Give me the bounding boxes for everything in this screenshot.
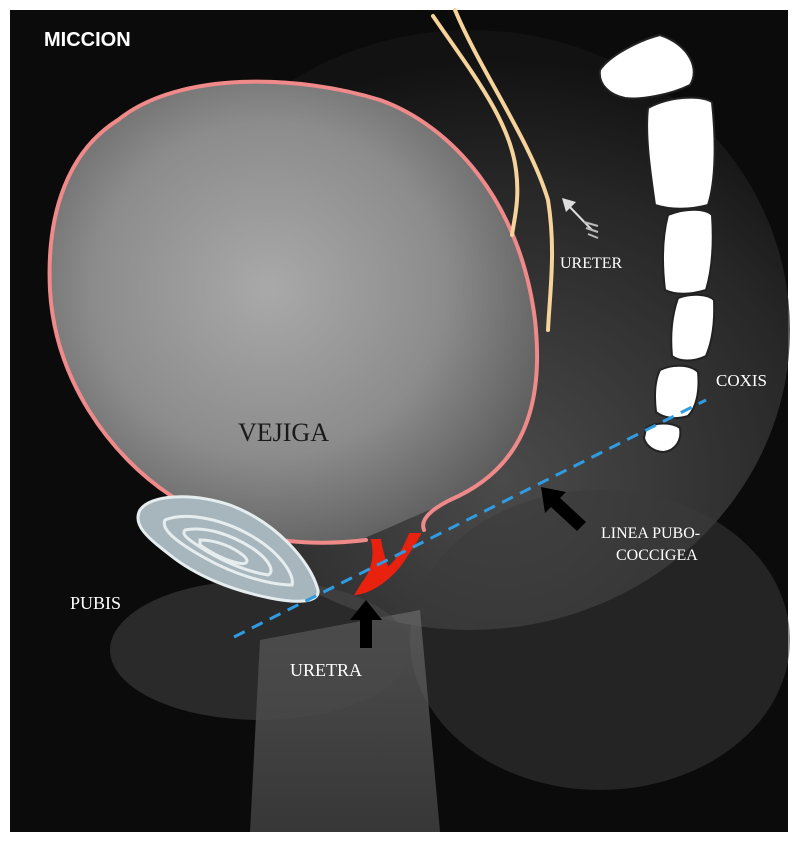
pubococcygeal-label-line1: LINEA PUBO-: [601, 525, 700, 542]
hip-joint-shadow: [410, 490, 790, 790]
urethra-label: URETRA: [290, 660, 362, 680]
coccyx-label: COXIS: [716, 371, 767, 390]
soft-tissue-shadow: [110, 580, 410, 720]
pubis-label: PUBIS: [70, 593, 121, 613]
ureter-label: URETER: [560, 255, 623, 272]
bladder-label: VEJIGA: [238, 418, 329, 447]
diagram-title: MICCION: [44, 29, 131, 51]
pubococcygeal-label-line2: COCCIGEA: [616, 547, 698, 564]
